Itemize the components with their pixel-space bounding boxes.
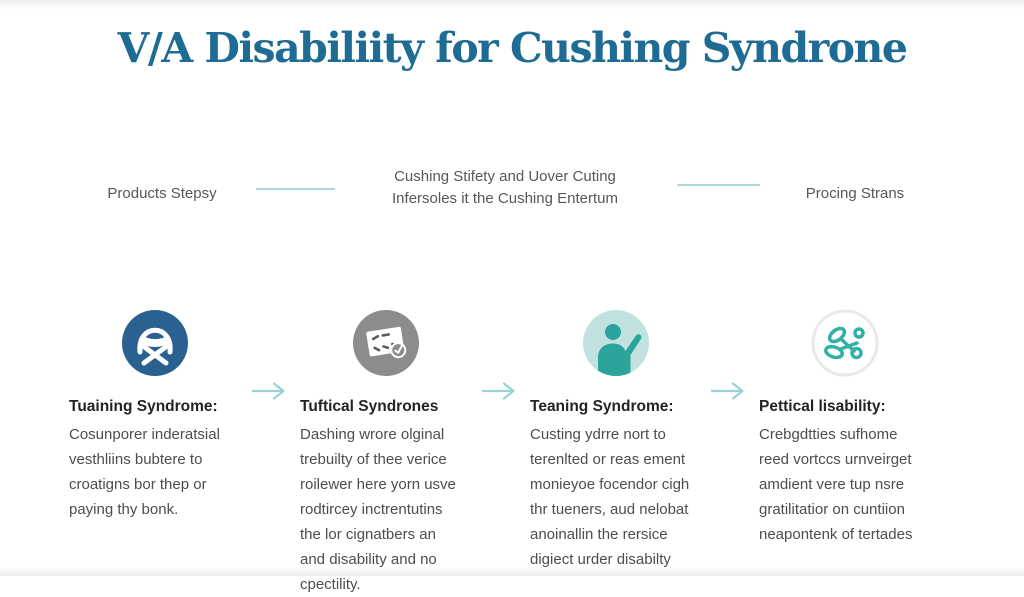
step-body: Crebgdtties sufhome reed vortccs urnveir…: [759, 426, 913, 543]
step-heading: Tuftical Syndrones: [300, 398, 439, 415]
page-title: V/A Disabiliity for Cushing Syndrone: [117, 24, 908, 72]
header-label-center: Cushing Stifety and Uover Cuting Inferso…: [392, 168, 618, 207]
step-column-4: Pettical lisability: Crebgdtties sufhome…: [759, 308, 931, 547]
step-column-3: Teaning Syndrome: Custing ydrre nort to …: [530, 308, 702, 572]
step-body: Dashing wrore olginal trebuilty of thee …: [300, 426, 456, 593]
right-arrow-icon: [710, 382, 744, 400]
header-divider-line-right: [677, 184, 760, 186]
masked-face-icon: [122, 310, 188, 376]
header-label-left: Products Stepsy: [107, 185, 217, 202]
person-raising-hand-icon: [583, 310, 649, 376]
step-column-1: Tuaining Syndrome: Cosunporer inderatsia…: [69, 308, 241, 522]
document-check-icon: [353, 310, 419, 376]
bottom-edge-shading: [0, 566, 1024, 576]
step-heading: Tuaining Syndrome:: [69, 398, 218, 415]
right-arrow-icon: [481, 382, 515, 400]
step-body: Cosunporer inderatsial vesthliins bubter…: [69, 426, 220, 518]
header-divider-line-left: [256, 188, 335, 190]
top-edge-shading: [0, 0, 1024, 10]
step-column-2: Tuftical Syndrones Dashing wrore olginal…: [300, 308, 472, 597]
header-label-right: Procing Strans: [805, 185, 905, 202]
scissors-icon: [811, 309, 879, 377]
step-heading: Pettical lisability:: [759, 398, 886, 415]
right-arrow-icon: [251, 382, 285, 400]
step-heading: Teaning Syndrome:: [530, 398, 674, 415]
step-body: Custing ydrre nort to terenlted or reas …: [530, 426, 690, 568]
